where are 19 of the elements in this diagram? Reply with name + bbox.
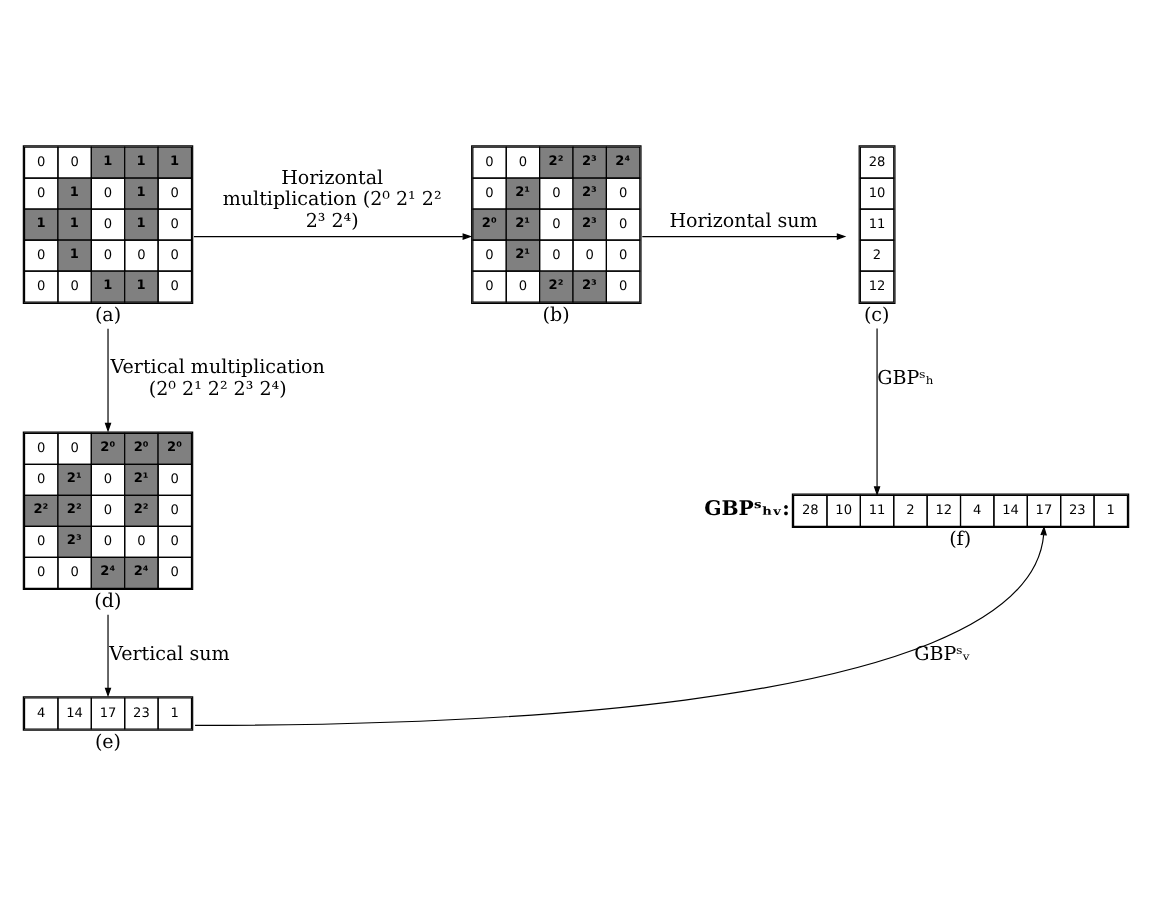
- arrow: [193, 232, 473, 239]
- node-label: GBPˢₕᵥ:: [704, 495, 790, 520]
- node-label: (d): [94, 590, 122, 613]
- arrow: [194, 524, 1047, 725]
- node-label: (e): [94, 730, 122, 753]
- arrow: [873, 326, 881, 495]
- node-label: (f): [949, 528, 972, 551]
- node-label: (b): [542, 303, 570, 326]
- node-label: (c): [863, 303, 890, 326]
- edge-label: GBPˢᵥ: [914, 642, 970, 665]
- edge-label: GBPˢₕ: [877, 367, 934, 390]
- edge-label: Vertical sum: [109, 642, 230, 665]
- arrow: [641, 232, 847, 239]
- edge-label: Horizontal multiplication (2⁰ 2¹ 2² 2³ 2⁴): [222, 166, 442, 232]
- edge-label: Vertical multiplication (2⁰ 2¹ 2² 2³ 2⁴): [110, 356, 325, 400]
- edge-label: Horizontal sum: [669, 209, 818, 232]
- node-label: (a): [94, 303, 122, 326]
- arrow: [104, 327, 112, 432]
- arrow: [104, 613, 112, 697]
